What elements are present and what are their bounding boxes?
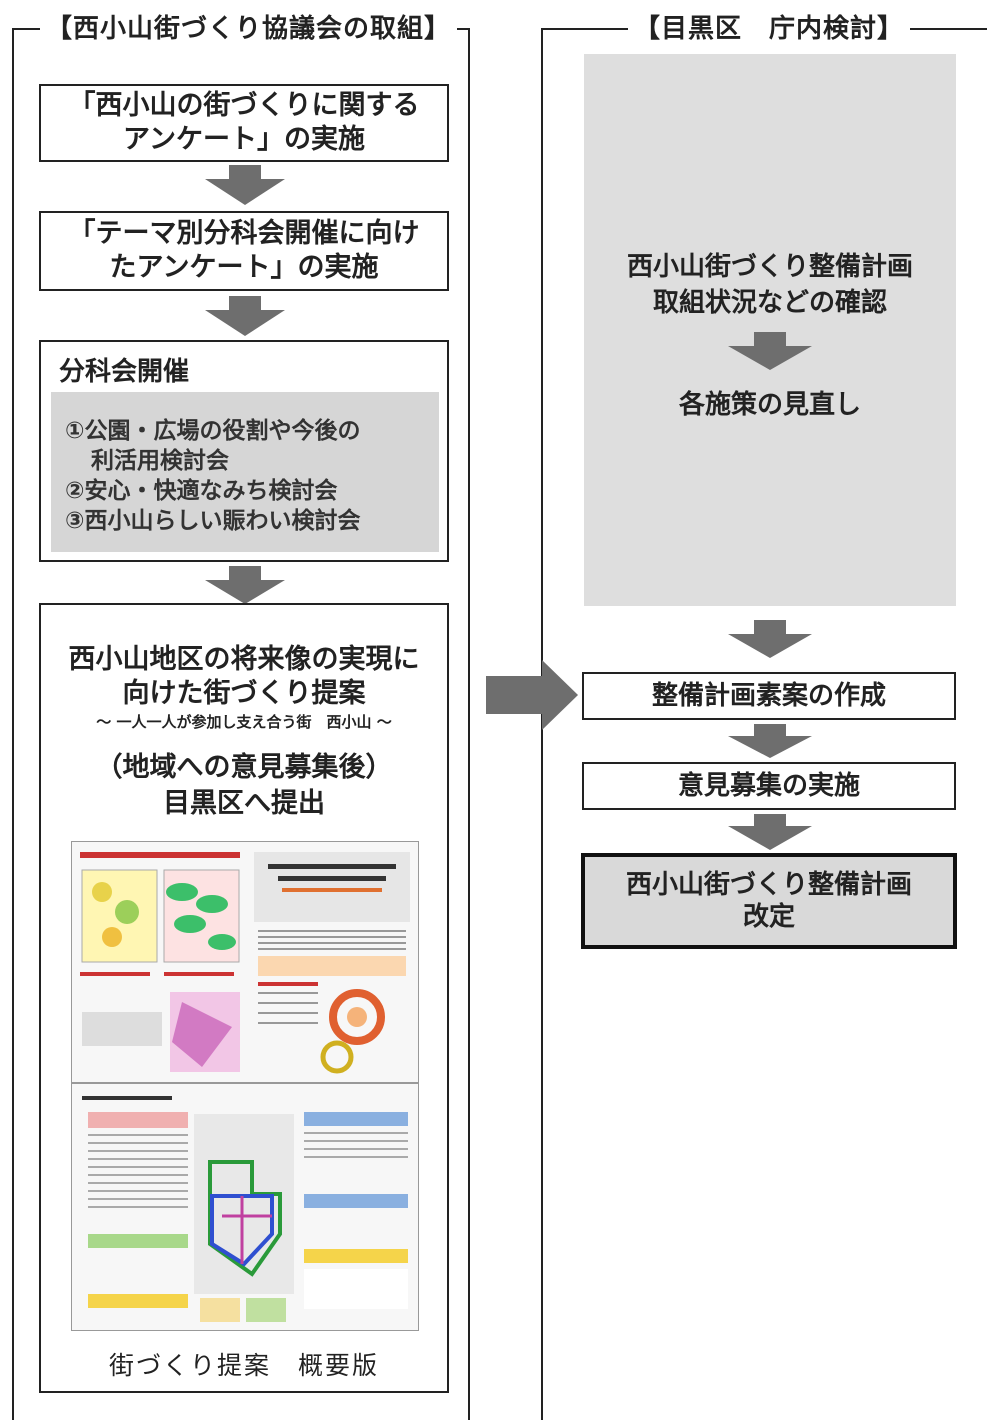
plan-revision-box: 西小山街づくり整備計画 改定 (581, 853, 957, 949)
subcommittee-box: 分科会開催 ①公園・広場の役割や今後の 利活用検討会 ②安心・快適なみち検討会 … (39, 340, 449, 562)
theme-survey-step-box: 「テーマ別分科会開催に向け たアンケート」の実施 (39, 211, 449, 291)
plan-confirm-line1: 西小山街づくり整備計画 (626, 252, 913, 282)
draft-plan-text: 整備計画素案の作成 (651, 680, 886, 711)
proposal-page1-thumbnail (71, 841, 419, 1083)
survey-step-line1: 「西小山の街づくりに関する (68, 90, 420, 122)
measure-review-text: 各施策の見直し (678, 390, 861, 420)
subcommittee-item: ②安心・快適なみち検討会 (65, 478, 338, 504)
down-arrow-icon (728, 332, 812, 370)
right-arrow-icon (486, 660, 578, 730)
document-thumbnail-image (72, 842, 418, 1082)
survey-step-box: 「西小山の街づくりに関する アンケート」の実施 (39, 84, 449, 162)
theme-survey-line2: たアンケート」の実施 (109, 252, 379, 283)
theme-survey-line1: 「テーマ別分科会開催に向け (68, 218, 420, 250)
internal-review-panel (584, 54, 956, 606)
left-section-title: 【西小山街づくり協議会の取組】 (40, 14, 458, 44)
draft-plan-box: 整備計画素案の作成 (582, 672, 956, 720)
down-arrow-icon (728, 724, 812, 758)
subcommittee-list: ①公園・広場の役割や今後の 利活用検討会 ②安心・快適なみち検討会 ③西小山らし… (51, 392, 439, 552)
down-arrow-icon (728, 814, 812, 850)
down-arrow-icon (205, 296, 285, 336)
proposal-note-line2: 目黒区へ提出 (163, 788, 325, 819)
plan-revision-line2: 改定 (742, 902, 795, 932)
plan-revision-line1: 西小山街づくり整備計画 (625, 869, 912, 900)
plan-confirm-line2: 取組状況などの確認 (652, 288, 887, 318)
subcommittee-title: 分科会開催 (59, 357, 190, 387)
public-comment-text: 意見募集の実施 (677, 770, 860, 801)
proposal-page2-thumbnail (71, 1083, 419, 1331)
down-arrow-icon (205, 566, 285, 604)
down-arrow-icon (205, 165, 285, 205)
proposal-title-line1: 西小山地区の将来像の実現に (68, 644, 420, 675)
subcommittee-item: 利活用検討会 (91, 448, 229, 474)
down-arrow-icon (728, 620, 812, 658)
proposal-note-line1: （地域への意見募集後） (95, 752, 393, 783)
subcommittee-item: ①公園・広場の役割や今後の (65, 418, 361, 444)
proposal-box: 西小山地区の将来像の実現に 向けた街づくり提案 ～ 一人一人が参加し支え合う街 … (39, 603, 449, 1393)
proposal-subtitle: ～ 一人一人が参加し支え合う街 西小山 ～ (96, 713, 392, 731)
survey-step-line2: アンケート」の実施 (123, 124, 365, 155)
proposal-title-line2: 向けた街づくり提案 (122, 678, 366, 709)
public-comment-box: 意見募集の実施 (582, 762, 956, 810)
right-section-title: 【目黒区 庁内検討】 (628, 14, 911, 44)
subcommittee-item: ③西小山らしい賑わい検討会 (65, 508, 361, 534)
proposal-caption: 街づくり提案 概要版 (108, 1351, 379, 1380)
document-thumbnail-image (72, 1084, 418, 1330)
